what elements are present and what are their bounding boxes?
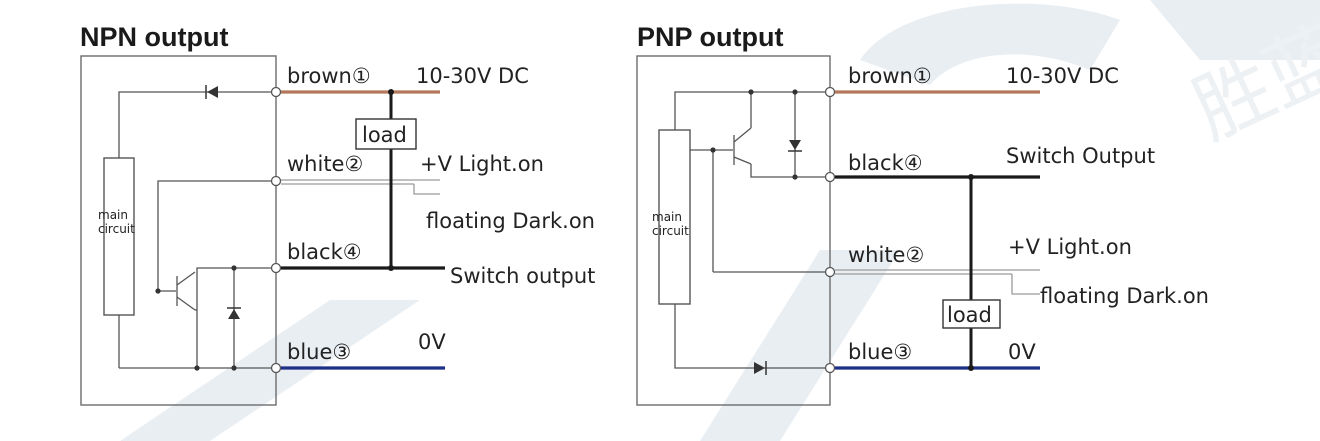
pnp-junction-dot [968,365,974,371]
pnp-sensor-body [636,55,831,406]
pnp-junction-dot [792,174,798,180]
npn-junction-dot [155,288,161,294]
pnp-diagram: PNP output main circuit [636,22,1209,406]
pnp-terminal-brown [824,86,836,98]
npn-terminal-blue [270,362,282,374]
pnp-terminal-blue [824,362,836,374]
pnp-white-label: white② [848,243,924,267]
pnp-internal-wiring [674,91,830,369]
pnp-junction-dot [748,89,754,95]
watermark-stroke-left [120,300,420,441]
npn-junction-dot [388,89,394,95]
npn-terminal-brown [270,86,282,98]
watermark-stroke-right [1150,0,1320,60]
npn-junction-dot [388,265,394,271]
pnp-main-label-1: main [652,210,682,224]
npn-zener-diode [227,307,241,319]
pnp-brown-label: brown① [848,64,932,88]
npn-supply-label: 10-30V DC [416,64,529,88]
npn-white-wire [281,179,440,195]
pnp-junction-dot [792,89,798,95]
npn-terminal-white [270,175,282,187]
pnp-terminal-white [824,266,836,278]
npn-junction-dot [231,265,237,271]
npn-main-label-2: circuit [98,222,135,236]
npn-white-label: white② [287,152,363,176]
pnp-junction-dot [968,174,974,180]
npn-switch-label: Switch output [450,264,595,288]
pnp-terminal-black [824,171,836,183]
pnp-zero-v-label: 0V [1008,340,1036,364]
watermark-stroke-mid [700,250,900,441]
npn-main-label-1: main [98,208,128,222]
pnp-junction-dot [710,147,716,153]
npn-title: NPN output [80,22,228,52]
pnp-switch-label: Switch Output [1006,144,1155,168]
pnp-black-label: black④ [848,151,923,175]
npn-junction-dot [194,365,200,371]
watermark-stroke-top [860,3,1120,85]
pnp-white-wire [835,269,1040,295]
npn-diagram: NPN output main circuit [80,22,595,406]
watermark: 胜蓝 [120,0,1320,441]
npn-dark-on-label: floating Dark.on [426,209,595,233]
npn-load-box [355,118,417,150]
npn-brown-label: brown① [287,64,371,88]
pnp-dark-on-label: floating Dark.on [1040,284,1209,308]
pnp-diode-bottom [754,361,767,375]
pnp-load-box [942,299,1001,329]
pnp-title: PNP output [637,22,783,52]
pnp-blue-label: blue③ [848,340,912,364]
pnp-main-label-2: circuit [652,224,689,238]
npn-blue-label: blue③ [287,340,351,364]
pnp-load-label: load [947,303,992,327]
npn-load-label: load [362,123,407,147]
pnp-zener-diode [788,140,802,152]
pnp-main-circuit-block [658,129,691,305]
pnp-supply-label: 10-30V DC [1006,64,1119,88]
npn-sensor-body [80,55,277,406]
npn-terminal-black [270,262,282,274]
npn-black-label: black④ [287,240,362,264]
npn-main-circuit-block [103,157,135,316]
npn-junction-dot [231,365,237,371]
npn-light-on-label: +V Light.on [420,152,544,176]
npn-diode-top [205,85,218,99]
pnp-light-on-label: +V Light.on [1008,235,1132,259]
npn-internal-wiring [118,91,276,369]
npn-zero-v-label: 0V [418,330,446,354]
